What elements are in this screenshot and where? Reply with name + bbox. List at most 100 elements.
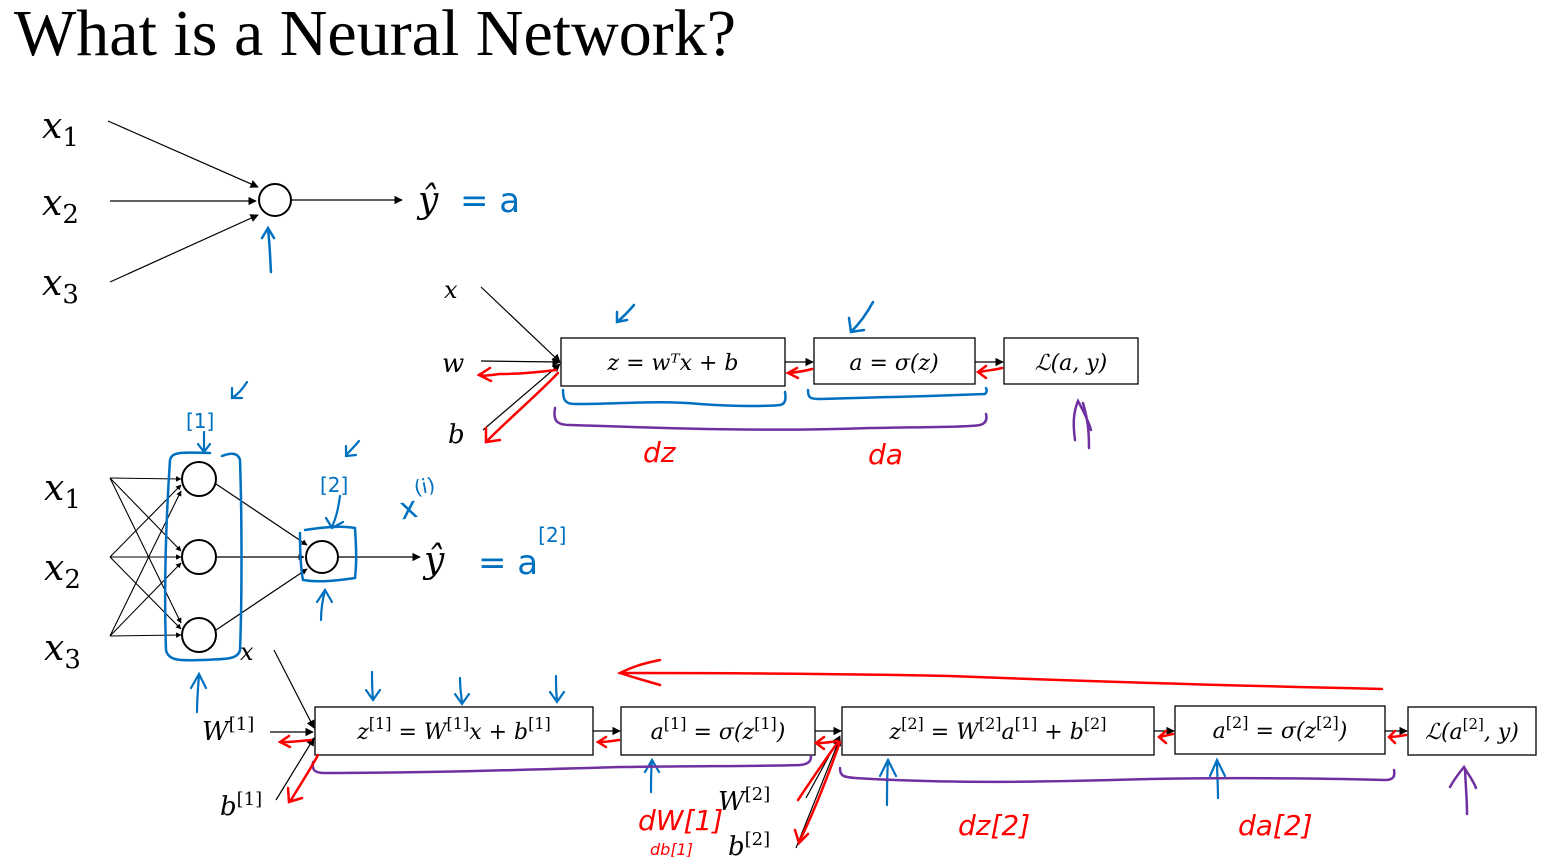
- box-loss-text: ℒ(a, y): [1035, 351, 1108, 376]
- edge-x3-h3: [109, 632, 182, 638]
- brace-layer1: [311, 754, 813, 775]
- pointer-arrow-icon: [1448, 764, 1478, 816]
- edge-b1-z1: [275, 737, 315, 801]
- derivative-label-da: da: [868, 438, 903, 471]
- param-b1: b[1]: [220, 789, 262, 822]
- pointer-arrow-icon: [260, 225, 276, 274]
- annotation-equals-a: = a[2]: [478, 523, 566, 583]
- edge-x2-h3: [109, 556, 182, 630]
- two-layer-computation-graph: x W[1] b[1] z[1] = W[1]x + b[1] a[1] = σ…: [202, 638, 1537, 857]
- box-sigmoid-text: a = σ(z): [849, 351, 938, 376]
- brace-linear: [561, 388, 787, 408]
- backprop-arrow-b: [484, 371, 560, 444]
- backprop-arrow-a1: [813, 735, 840, 751]
- backprop-arrow-b2: [793, 740, 842, 846]
- pointer-arrow-icon: [878, 757, 898, 807]
- edge-h1-out: [215, 483, 308, 546]
- edge-x2-h1: [109, 484, 182, 558]
- pointer-arrow-icon: [1072, 398, 1093, 450]
- slide-title: What is a Neural Network?: [14, 0, 737, 70]
- two-layer-network: x1 x2 x3 ŷ = a[2] [1] [2] x: [44, 380, 566, 714]
- pointer-arrow-icon: [453, 676, 471, 706]
- edge-b2-z2: [795, 737, 842, 849]
- edge-x1-h3: [109, 477, 182, 624]
- backprop-arrow-z1: [595, 735, 621, 749]
- edge-w-z: [480, 357, 561, 367]
- edge-x-z: [480, 286, 561, 363]
- output-yhat-label: ŷ: [416, 180, 439, 221]
- brace-layer2: [838, 766, 1396, 784]
- pointer-arrow-icon: [615, 303, 636, 324]
- layer1-grouping: [163, 451, 243, 662]
- output-node: [305, 540, 339, 574]
- edge-x3-h1: [109, 490, 182, 637]
- input-x2-label: x2: [44, 548, 81, 595]
- box-linear: [560, 337, 786, 387]
- box-a1-text: a[1] = σ(z[1]): [651, 714, 786, 745]
- box-z1: [314, 706, 594, 756]
- output-yhat-label: ŷ: [422, 540, 445, 581]
- param-W2: W[2]: [718, 784, 770, 817]
- edge-x1-h2: [109, 477, 182, 552]
- edge-x3-h2: [109, 562, 182, 637]
- derivative-label-db1: db[1]: [650, 840, 693, 857]
- layer1-label: [1]: [186, 409, 214, 433]
- layer2-label: [2]: [320, 473, 348, 497]
- neuron-node: [258, 183, 292, 217]
- derivative-label-dW1: dW[1]: [638, 804, 723, 837]
- graph-input-x: x: [444, 276, 458, 304]
- edge-h3-out: [215, 568, 308, 631]
- pointer-arrow-icon: [189, 671, 208, 714]
- edge-x-z1: [273, 649, 315, 729]
- box-sigmoid: [813, 337, 976, 385]
- edge-x1-neuron: [107, 120, 259, 188]
- backprop-arrow-z2: [1157, 729, 1175, 745]
- box-loss: [1003, 337, 1139, 385]
- pointer-arrow-icon: [643, 757, 661, 794]
- hidden-node-1: [181, 461, 217, 497]
- derivative-label-dz2: dz[2]: [958, 809, 1030, 842]
- graph-input-x: x: [240, 638, 254, 666]
- hidden-node-3: [181, 617, 217, 653]
- pointer-arrow-icon: [315, 587, 334, 622]
- input-x1-label: x1: [44, 468, 81, 515]
- pointer-arrow-icon: [847, 300, 875, 334]
- edge-x1-h1: [109, 476, 182, 482]
- pointer-arrow-icon: [344, 439, 361, 458]
- layer2-grouping: [298, 525, 358, 583]
- backprop-arrow-b1: [286, 753, 320, 804]
- pointer-arrow-icon: [364, 670, 382, 702]
- param-b2: b[2]: [728, 829, 770, 857]
- derivative-label-da2: da[2]: [1238, 809, 1313, 842]
- pointer-arrow-icon: [324, 494, 345, 530]
- box-linear-text: z = wᵀx + b: [607, 351, 739, 376]
- edge-b-z: [482, 363, 561, 431]
- backprop-arrow-w: [476, 366, 558, 383]
- graph-input-b: b: [448, 420, 465, 450]
- backprop-arrow-long: [616, 658, 1384, 691]
- backprop-arrow-z: [785, 366, 814, 380]
- pointer-arrow-icon: [196, 430, 212, 454]
- box-z1-text: z[1] = W[1]x + b[1]: [356, 714, 551, 745]
- layer1-edges: [109, 476, 182, 638]
- input-x3-label: x3: [42, 263, 79, 310]
- edge-x3-neuron: [109, 214, 259, 283]
- sample-label: x(i): [394, 472, 441, 527]
- backprop-arrow-a: [975, 364, 1004, 380]
- annotation-equals-a: = a: [460, 181, 520, 221]
- box-z2: [841, 706, 1155, 756]
- backprop-arrow-a2: [1387, 729, 1408, 745]
- derivative-label-dz: dz: [643, 436, 677, 469]
- backprop-arrow-W1: [277, 734, 313, 749]
- logistic-computation-graph: x w b z = wᵀx + b a = σ(z) ℒ(a, y): [442, 276, 1139, 471]
- input-x1-label: x1: [42, 106, 79, 153]
- brace-combined: [553, 406, 988, 431]
- pointer-arrow-icon: [548, 674, 566, 704]
- graph-input-w: w: [442, 349, 464, 379]
- brace-sigmoid: [806, 386, 988, 401]
- box-a2: [1174, 705, 1386, 755]
- input-x3-label: x3: [44, 628, 81, 675]
- box-loss: [1407, 706, 1537, 756]
